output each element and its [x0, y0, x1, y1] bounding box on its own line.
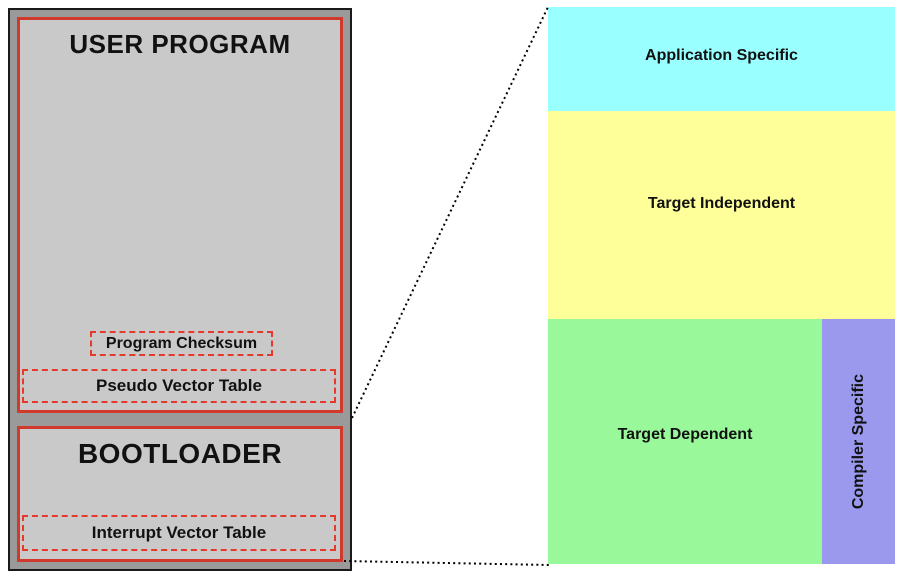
program-checksum-box: Program Checksum: [90, 331, 273, 356]
compiler-specific-label: Compiler Specific: [849, 373, 867, 510]
pseudo-vector-table-box: Pseudo Vector Table: [22, 369, 336, 403]
target-dependent-label: Target Dependent: [617, 425, 753, 443]
block-target-independent: Target Independent: [548, 111, 895, 319]
connector-line-bottom: [343, 560, 550, 566]
interrupt-vector-table-label: Interrupt Vector Table: [91, 523, 267, 542]
flash-memory-frame: USER PROGRAM Program Checksum Pseudo Vec…: [8, 8, 352, 571]
target-independent-label: Target Independent: [647, 195, 796, 212]
user-program-box: USER PROGRAM Program Checksum Pseudo Vec…: [17, 17, 343, 413]
bootloader-title: BOOTLOADER: [77, 438, 283, 469]
program-checksum-label: Program Checksum: [105, 334, 258, 352]
bootloader-box: BOOTLOADER Interrupt Vector Table: [17, 426, 343, 562]
interrupt-vector-table-box: Interrupt Vector Table: [22, 515, 336, 551]
application-specific-label: Application Specific: [645, 47, 798, 64]
block-target-dependent: Target Dependent: [548, 319, 822, 564]
connector-line-top: [351, 6, 549, 419]
user-program-title: USER PROGRAM: [69, 29, 291, 59]
pseudo-vector-table-label: Pseudo Vector Table: [96, 376, 262, 395]
block-application-specific: Application Specific: [548, 7, 895, 111]
block-compiler-specific: Compiler Specific: [822, 319, 895, 564]
